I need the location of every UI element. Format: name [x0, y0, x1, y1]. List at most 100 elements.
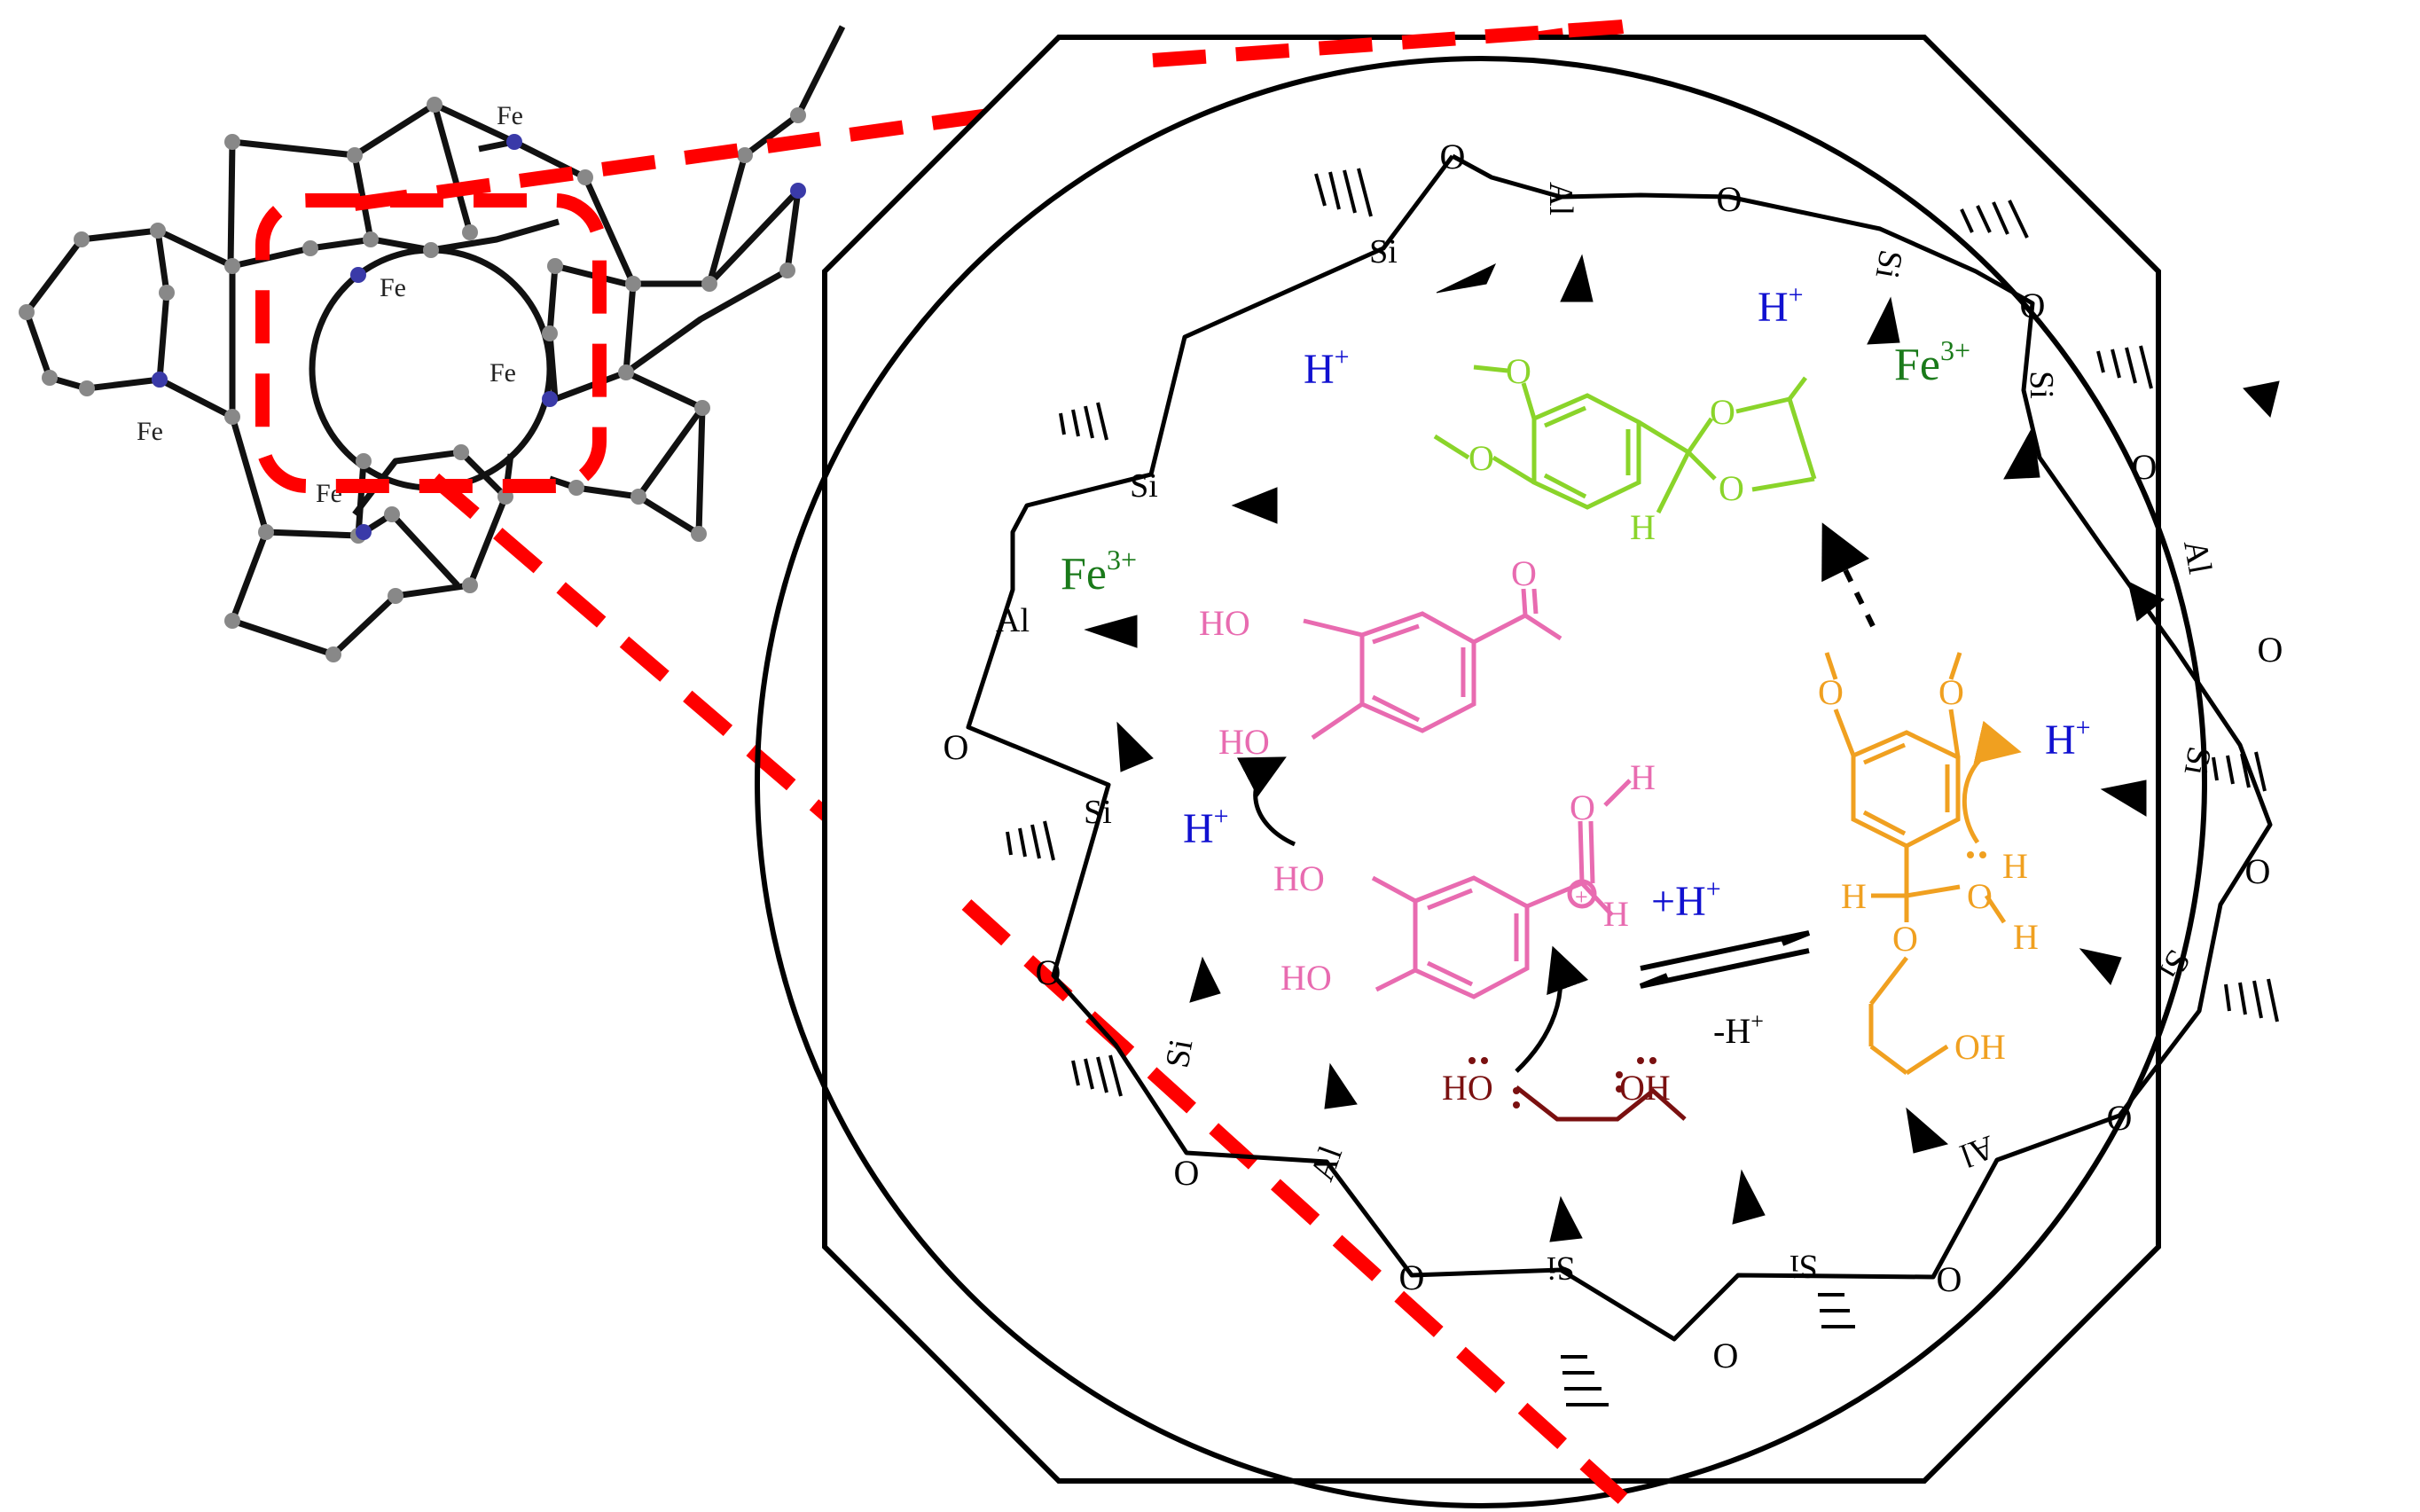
- oxocarbenium-molecule: [1371, 779, 1632, 999]
- hemiacetal-hydrogen-label: H: [1841, 876, 1867, 916]
- zeolite-bottom-leg-a: [355, 460, 367, 537]
- forward-proton-label: +H+: [1651, 874, 1721, 925]
- protonation-arrow: [1236, 756, 1296, 847]
- framework-silicon: Si: [1084, 794, 1112, 831]
- framework-silicon: Si: [1790, 1248, 1818, 1285]
- wedge: [1189, 956, 1221, 1003]
- methoxy-oxygen-label: O: [1938, 672, 1964, 712]
- hydroxyl-label: HO: [1199, 603, 1250, 643]
- wedge: [2003, 426, 2040, 480]
- proton-label: H+: [1304, 342, 1350, 393]
- framework-aluminum: Al: [996, 602, 1030, 639]
- pore-circle: [755, 56, 2207, 1508]
- acetal-hydrogen-label: H: [1630, 507, 1656, 547]
- wedge: [1867, 296, 1900, 345]
- zeolite-fe-label-top: Fe: [497, 101, 523, 130]
- wedge: [1436, 262, 1497, 294]
- wedge: [1324, 1062, 1358, 1109]
- dioxolane-oxygen: O: [1710, 392, 1735, 432]
- wedge: [1549, 1195, 1583, 1242]
- glycol-hydroxyl-right: OH: [1619, 1068, 1671, 1108]
- framework-oxygen: O: [1440, 137, 1466, 176]
- chain-hydroxyl-label: OH: [1954, 1027, 2006, 1067]
- zeolite-far-right-ring: [623, 187, 802, 375]
- methoxy-oxygen-label: O: [1818, 672, 1844, 712]
- hydroxyl-label: HO: [1218, 722, 1270, 762]
- zeolite-left-bridge: [156, 227, 236, 420]
- wedge: [1116, 721, 1154, 772]
- framework-hashed-bonds: [1006, 168, 2279, 1406]
- zeolite-bottom-ring: [229, 416, 460, 588]
- zeolite-fe-label-right: Fe: [489, 358, 516, 388]
- zeolite-top-left-leg: [227, 141, 236, 267]
- hydroxyl-label: HO: [1273, 858, 1325, 898]
- cyclization-dashed-arrow: [1821, 522, 1876, 628]
- hydroxy-oxygen-label: O: [1967, 876, 1993, 916]
- pore-octagon: [822, 35, 2161, 1484]
- framework-oxygen: O: [1399, 1257, 1425, 1297]
- ether-oxygen-label: O: [1892, 919, 1918, 959]
- wedge: [2127, 581, 2165, 622]
- zeolite-top-ring-a: [231, 101, 587, 181]
- oxonium-hydrogen-label: H: [1630, 757, 1656, 797]
- reverse-proton-label: -H+: [1713, 1008, 1764, 1051]
- framework-aluminum: Al: [2176, 537, 2219, 577]
- wedge: [1906, 1107, 1949, 1154]
- wedge: [1231, 487, 1278, 524]
- framework-oxygen: O: [1174, 1153, 1200, 1193]
- iron-ion-label: Fe3+: [1894, 334, 1970, 390]
- catechol-ketone-molecule: [1303, 588, 1562, 740]
- framework-oxygen: O: [1717, 179, 1743, 219]
- hydroxyl-label: HO: [1280, 958, 1332, 998]
- glycol-hydroxyl-left: HO: [1442, 1068, 1493, 1108]
- wedge: [2243, 380, 2280, 419]
- nucleophilic-attack-arrow: [1515, 945, 1589, 1073]
- hemiacetal-intermediate-molecule: [1824, 652, 2007, 1076]
- framework-oxygen: O: [2245, 851, 2271, 891]
- product-methoxy-oxygen: O: [1506, 351, 1531, 391]
- zeolite-n-atoms: [152, 134, 806, 540]
- proton-label: H+: [1758, 280, 1804, 331]
- hydroxy-hydrogen-label: H: [2002, 846, 2028, 886]
- zeolite-fe-label-left: Fe: [137, 417, 163, 446]
- callout-line-top: [353, 20, 1625, 211]
- aldehyde-hydrogen-label: H: [1603, 894, 1629, 934]
- framework-silicon: Si: [2177, 744, 2219, 779]
- propylene-glycol-molecule: [1515, 1085, 1687, 1122]
- callout-line-bottom-overlay: [961, 899, 1628, 1504]
- framework-oxygen: O: [1036, 952, 1061, 992]
- oxonium-oxygen-label: O: [1570, 787, 1595, 827]
- zeolite-atom-nodes: [19, 97, 806, 662]
- ketone-oxygen-label: O: [1511, 553, 1537, 593]
- framework-oxygen: O: [2258, 630, 2283, 670]
- framework-stereo-bonds: [1084, 254, 2280, 1242]
- zeolite-upper-chain: [231, 218, 560, 270]
- iron-ion-label: Fe3+: [1061, 544, 1137, 599]
- zeolite-right-tail: [706, 25, 846, 285]
- wedge: [1084, 615, 1138, 648]
- framework-oxygen: O: [944, 727, 969, 767]
- framework-silicon: Si: [1369, 233, 1398, 270]
- framework-silicon: Si: [1547, 1250, 1575, 1287]
- zeolite-right-bridge: [637, 407, 706, 537]
- equilibrium-arrows: [1639, 930, 1811, 989]
- framework-silicon: Si: [1130, 467, 1158, 505]
- framework-oxygen: O: [1937, 1259, 1962, 1299]
- hydroxy-hydrogen-label: H: [2013, 917, 2039, 957]
- framework-silicon: Si: [1868, 247, 1910, 282]
- zeolite-left-ring: [23, 227, 170, 392]
- zeolite-top-ring-leg-c: [431, 104, 474, 233]
- glycol-lone-pairs: [1468, 1057, 1656, 1109]
- wedge: [2100, 780, 2147, 817]
- callout-box: [255, 193, 607, 493]
- framework-ring-bonds: [966, 153, 2273, 1342]
- dioxolane-oxygen: O: [1719, 468, 1744, 508]
- framework-aluminum: Al: [1542, 182, 1579, 215]
- proton-transfer-arrow: [1962, 720, 2022, 844]
- wedge: [1732, 1169, 1766, 1225]
- framework-oxygen: O: [2020, 286, 2046, 325]
- zeolite-fe-label-inner: Fe: [380, 273, 406, 302]
- zeolite-framework-fragment: [23, 25, 846, 658]
- wedge: [2079, 948, 2122, 985]
